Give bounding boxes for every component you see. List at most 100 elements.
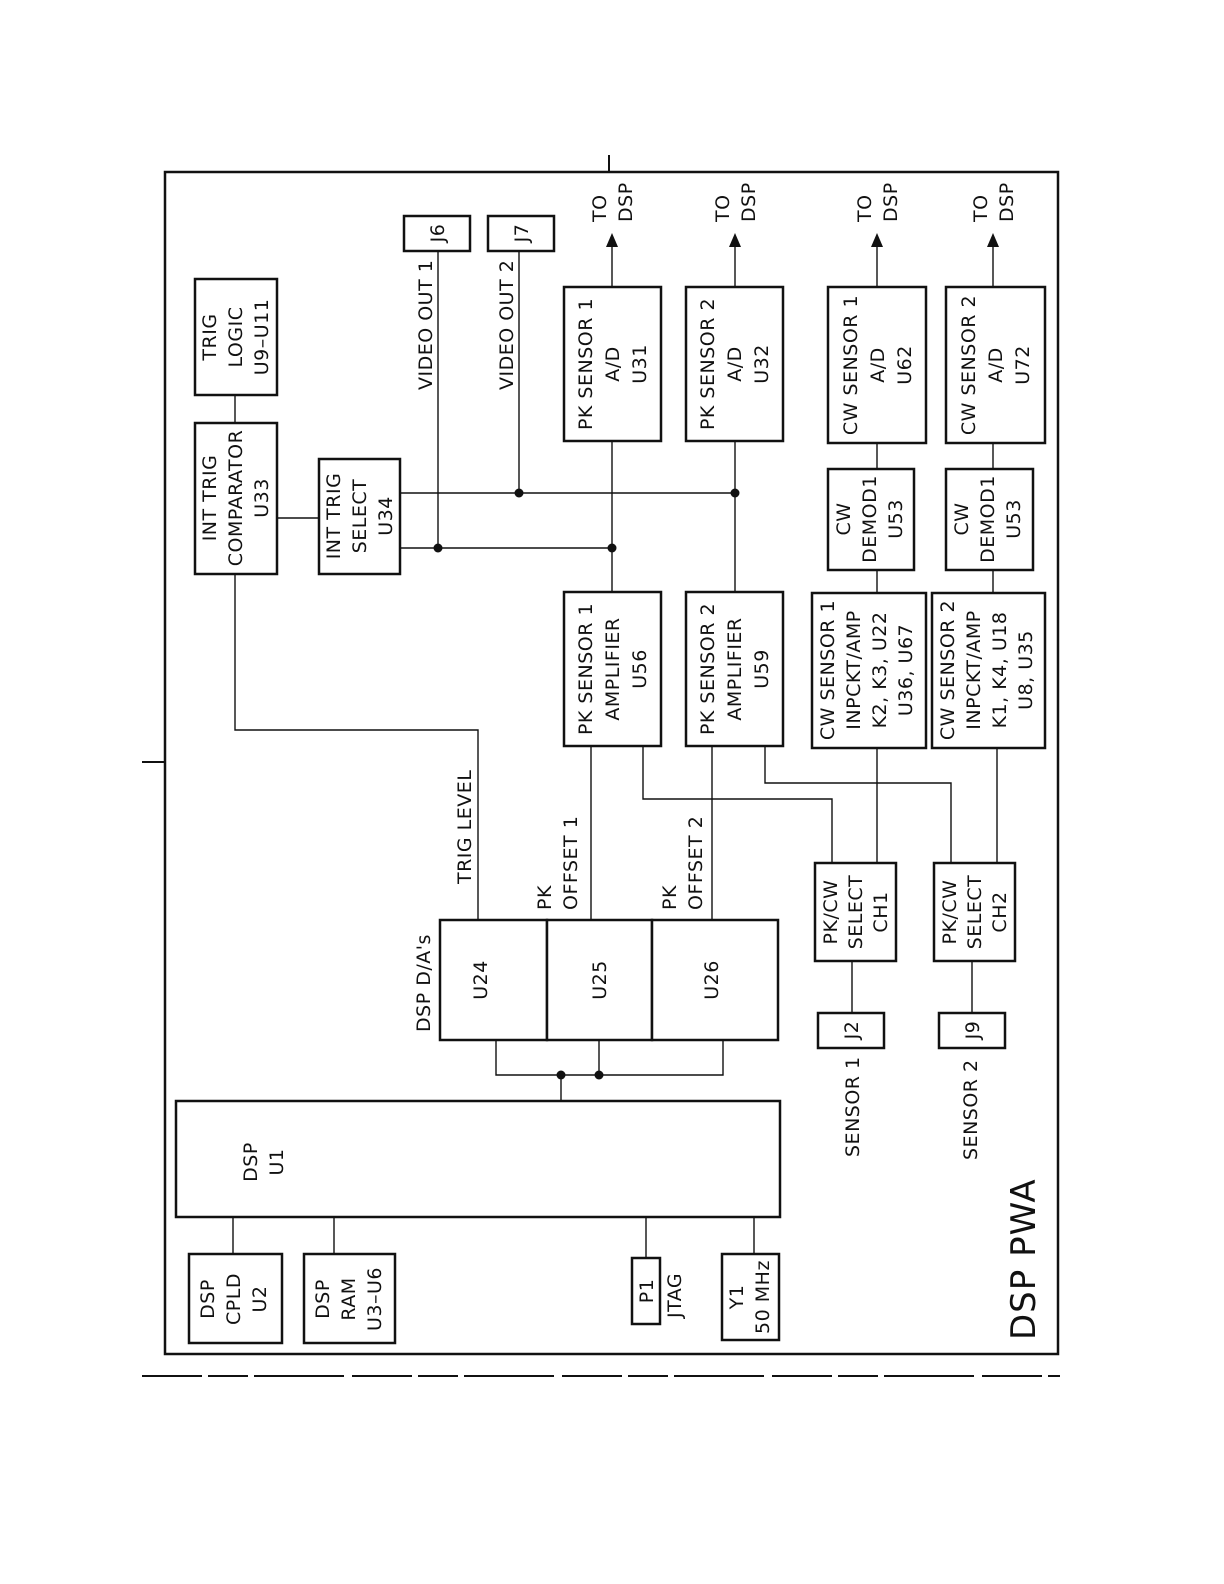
block-line: J9 — [962, 1021, 984, 1041]
block-line: DSP — [197, 1279, 219, 1319]
block-line: P1 — [636, 1279, 658, 1304]
block-line: INPCKT/AMP — [843, 610, 865, 729]
block-line: U26 — [701, 960, 723, 1000]
block-line: J7 — [511, 224, 533, 244]
svg-text:TO: TO — [712, 194, 734, 223]
block-line: DSP — [312, 1279, 334, 1319]
block-line: U33 — [251, 478, 273, 518]
svg-text:OFFSET 2: OFFSET 2 — [685, 816, 707, 910]
block-line: 50 MHz — [752, 1260, 774, 1334]
block-line: AMPLIFIER — [602, 617, 624, 720]
connector-j9: J9 — [937, 1011, 1007, 1050]
cw-sensor1-ad-block: CW SENSOR 1 A/D U62 — [826, 285, 928, 445]
block-line: PK SENSOR 2 — [697, 603, 719, 735]
svg-text:TO: TO — [854, 194, 876, 223]
block-line: Y1 — [726, 1285, 748, 1311]
block-line: COMPARATOR — [225, 430, 247, 567]
block-line: K1, K4, U18 — [989, 612, 1011, 729]
block-line: U32 — [751, 344, 773, 384]
block-line: K2, K3, U22 — [869, 612, 891, 729]
block-line: PK SENSOR 1 — [575, 298, 597, 430]
block-line: U59 — [751, 649, 773, 689]
pk-sensor1-ad-block: PK SENSOR 1 A/D U31 — [562, 285, 663, 443]
block-line: U72 — [1012, 345, 1034, 385]
pk-sensor1-amplifier-block: PK SENSOR 1 AMPLIFIER U56 — [562, 590, 663, 748]
to-dsp-label-1: TO DSP — [589, 182, 637, 223]
dsp-ram-block: DSP RAM U3–U6 — [302, 1252, 397, 1345]
block-line: DSP — [240, 1142, 262, 1182]
pkcw-select-ch1-block: PK/CW SELECT CH1 — [813, 861, 898, 963]
trig-logic-block: TRIG LOGIC U9–U11 — [193, 277, 279, 397]
video-out-1-label: VIDEO OUT 1 — [415, 260, 437, 390]
block-line: J2 — [841, 1021, 863, 1041]
block-line: CW — [833, 502, 855, 535]
block-line: CW SENSOR 1 — [817, 600, 839, 740]
block-line: DEMOD1 — [859, 475, 881, 563]
pk-offset-1-label: PK OFFSET 1 — [534, 816, 582, 910]
block-line: INT TRIG — [199, 455, 221, 542]
svg-text:TO: TO — [970, 194, 992, 223]
cw-sensor2-ad-block: CW SENSOR 2 A/D U72 — [944, 285, 1047, 445]
block-line: LOGIC — [225, 307, 247, 368]
block-line: U25 — [589, 960, 611, 1000]
pk-sensor2-amplifier-block: PK SENSOR 2 AMPLIFIER U59 — [684, 590, 785, 748]
dsp-da-u25-block: U25 — [545, 918, 654, 1042]
junction-dots — [433, 488, 740, 1080]
block-line: PK/CW — [820, 880, 842, 945]
block-line: U34 — [375, 496, 397, 536]
block-line: CPLD — [223, 1273, 245, 1325]
block-line: U56 — [629, 649, 651, 689]
block-line: INT TRIG — [323, 473, 345, 560]
trig-level-label: TRIG LEVEL — [454, 770, 476, 885]
dsp-cpld-block: DSP CPLD U2 — [187, 1252, 284, 1345]
connector-p1: P1 — [630, 1256, 662, 1326]
block-line: U62 — [894, 345, 916, 385]
cw-demod1-block: CW DEMOD1 U53 — [826, 467, 916, 572]
dsp-u1-block: DSP U1 — [174, 1099, 782, 1219]
block-line: CH2 — [989, 891, 1011, 932]
block-line: DEMOD1 — [977, 475, 999, 563]
block-line: U31 — [629, 344, 651, 384]
dsp-da-u24-block: U24 — [438, 918, 549, 1042]
block-line: U2 — [249, 1286, 271, 1313]
pk-sensor2-ad-block: PK SENSOR 2 A/D U32 — [684, 285, 785, 443]
svg-text:OFFSET 1: OFFSET 1 — [560, 816, 582, 910]
block-line: SELECT — [349, 479, 371, 554]
connector-j6: J6 — [402, 214, 472, 253]
cw-sensor2-inpckt-block: CW SENSOR 2 INPCKT/AMP K1, K4, U18 U8, U… — [930, 591, 1047, 750]
block-line: U36, U67 — [895, 624, 917, 716]
dsp-da-u26-block: U26 — [650, 918, 780, 1042]
block-line: A/D — [602, 346, 624, 382]
svg-text:PK: PK — [534, 885, 556, 910]
block-line: A/D — [985, 347, 1007, 383]
block-line: CW SENSOR 1 — [840, 295, 862, 435]
block-line: A/D — [724, 346, 746, 382]
connector-j2: J2 — [816, 1011, 886, 1050]
block-line: U24 — [470, 960, 492, 1000]
to-dsp-label-4: TO DSP — [970, 182, 1018, 223]
block-line: A/D — [867, 347, 889, 383]
connector-j7: J7 — [486, 214, 556, 253]
block-line: TRIG — [199, 313, 221, 361]
block-line: PK SENSOR 1 — [575, 603, 597, 735]
svg-text:DSP: DSP — [738, 182, 760, 222]
block-line: PK SENSOR 2 — [697, 298, 719, 430]
block-line: INPCKT/AMP — [963, 610, 985, 729]
block-line: CW — [951, 502, 973, 535]
block-line: PK/CW — [939, 880, 961, 945]
block-line: U8, U35 — [1015, 630, 1037, 710]
svg-text:DSP: DSP — [615, 182, 637, 222]
block-line: CW SENSOR 2 — [958, 295, 980, 435]
block-line: RAM — [338, 1277, 360, 1320]
dsp-das-label: DSP D/A's — [413, 934, 435, 1032]
cw-demod2-block: CW DEMOD1 U53 — [944, 467, 1035, 572]
sensor-2-label: SENSOR 2 — [960, 1059, 982, 1160]
svg-text:DSP: DSP — [996, 182, 1018, 222]
block-line: U9–U11 — [251, 299, 273, 376]
block-line: SELECT — [845, 875, 867, 950]
pk-offset-2-label: PK OFFSET 2 — [659, 816, 707, 910]
int-trig-comparator-block: INT TRIG COMPARATOR U33 — [193, 421, 279, 576]
to-dsp-label-3: TO DSP — [854, 182, 902, 223]
block-line: CW SENSOR 2 — [937, 600, 959, 740]
